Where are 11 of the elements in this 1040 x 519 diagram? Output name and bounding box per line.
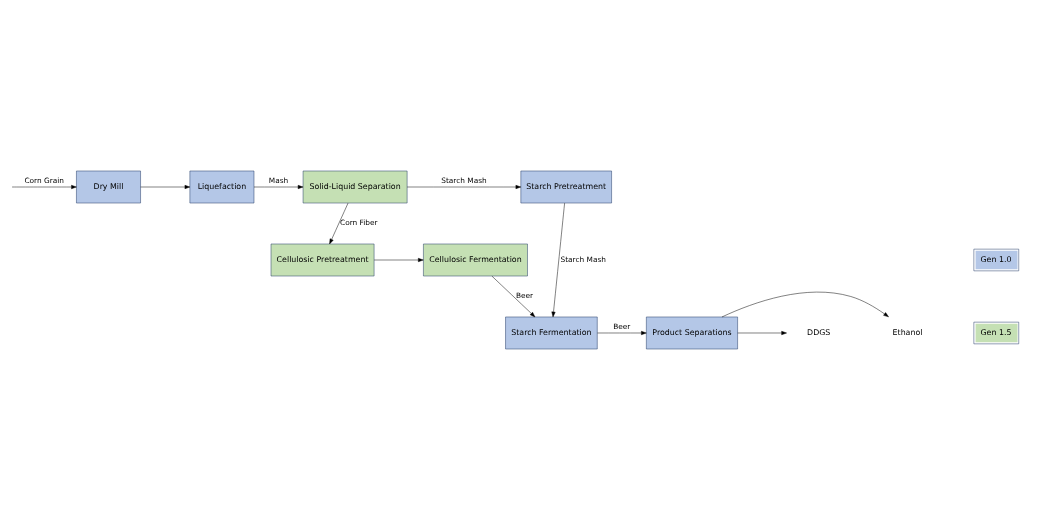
- arrow: [491, 275, 536, 317]
- arrow: [253, 184, 304, 189]
- arrow: [11, 184, 77, 189]
- arrow: [329, 202, 349, 244]
- arrow: [140, 184, 191, 189]
- arrow: [721, 291, 889, 317]
- arrow: [406, 184, 522, 189]
- arrow: [597, 330, 647, 335]
- arrow: [737, 330, 787, 335]
- arrow: [373, 257, 424, 262]
- arrow: [551, 202, 565, 317]
